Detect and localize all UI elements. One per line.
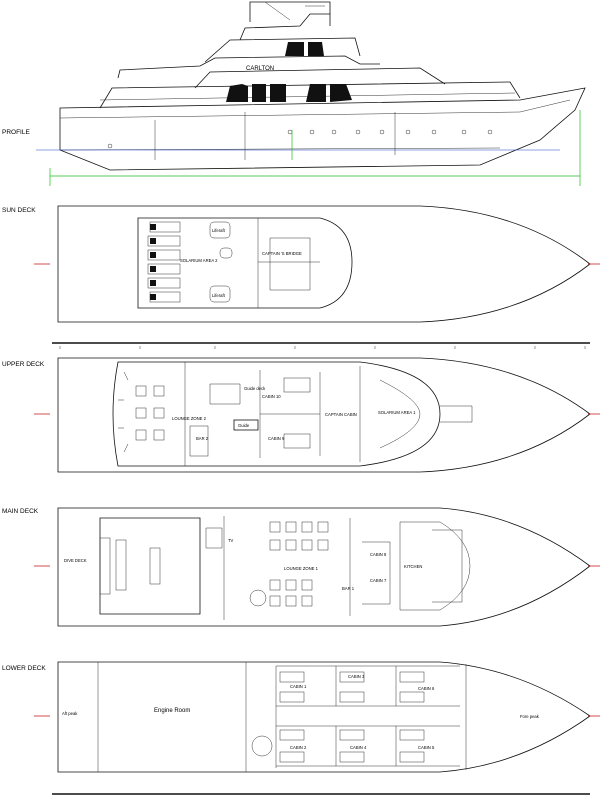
label-cabin-9: CABIN 9 <box>268 436 285 441</box>
section-label-lower-deck: LOWER DECK <box>2 665 46 672</box>
label-engine-room: Engine Room <box>154 708 190 714</box>
label-fore-peak: Fore peak <box>520 714 540 719</box>
lower-deck-plan: LOWER DECK Aft peak Engine Room Fore pea… <box>2 661 600 795</box>
label-bar-2: BAR 2 <box>196 436 209 441</box>
vessel-name: CARLTON <box>246 66 274 72</box>
label-cabin-4: CABIN 4 <box>350 745 367 750</box>
label-cabin-2: CABIN 2 <box>290 745 307 750</box>
label-cabin-8: CABIN 8 <box>370 552 387 557</box>
label-guide: Guide <box>238 423 250 428</box>
label-kitchen: KITCHEN <box>404 564 422 569</box>
label-lounge-zone-2: LOUNGE ZONE 2 <box>172 416 207 421</box>
section-label-main-deck: MAIN DECK <box>2 508 39 515</box>
label-cabin-5: CABIN 5 <box>418 745 435 750</box>
label-captain-cabin: CAPTAIN CABIN <box>325 412 357 417</box>
label-captains-bridge: CAPTAIN 'S BRIDGE <box>262 251 302 256</box>
label-upper-solarium: SOLARIUM AREA 1 <box>378 410 416 415</box>
section-label-sun-deck: SUN DECK <box>2 207 36 214</box>
label-sun-solarium: SOLARIUM AREA 2 <box>180 258 218 263</box>
section-label-profile: PROFILE <box>2 129 30 136</box>
label-bar-1: BAR 1 <box>342 586 355 591</box>
label-cabin-3: CABIN 3 <box>348 674 365 679</box>
label-liferaft-top: Liferaft <box>212 228 226 233</box>
label-aft-peak: Aft peak <box>62 711 78 716</box>
section-label-upper-deck: UPPER DECK <box>2 361 45 368</box>
profile-view: PROFILE CARLTON <box>2 1 586 186</box>
upper-deck-plan: UPPER DECK Guide LOUNGE ZONE 2 BAR 2 Gui… <box>2 357 600 473</box>
sun-deck-plan: SUN DECK SOLARIUM AREA 2 CAPTAIN 'S BRID… <box>2 205 600 323</box>
label-cabin-7: CABIN 7 <box>370 578 387 583</box>
label-cabin-6: CABIN 6 <box>418 686 435 691</box>
frame-ruler <box>52 342 590 349</box>
label-dive-deck: DIVE DECK <box>64 558 87 563</box>
label-tv: TV <box>228 538 234 543</box>
label-cabin-10: CABIN 10 <box>262 394 281 399</box>
label-liferaft-bottom: Liferaft <box>212 293 226 298</box>
label-guide-deck: Guide deck <box>244 386 266 391</box>
label-lounge-zone-1: LOUNGE ZONE 1 <box>284 566 319 571</box>
label-cabin-1: CABIN 1 <box>290 684 307 689</box>
main-deck-plan: MAIN DECK DIVE DECK LOUNGE ZONE 1 BAR 1 … <box>2 507 600 627</box>
